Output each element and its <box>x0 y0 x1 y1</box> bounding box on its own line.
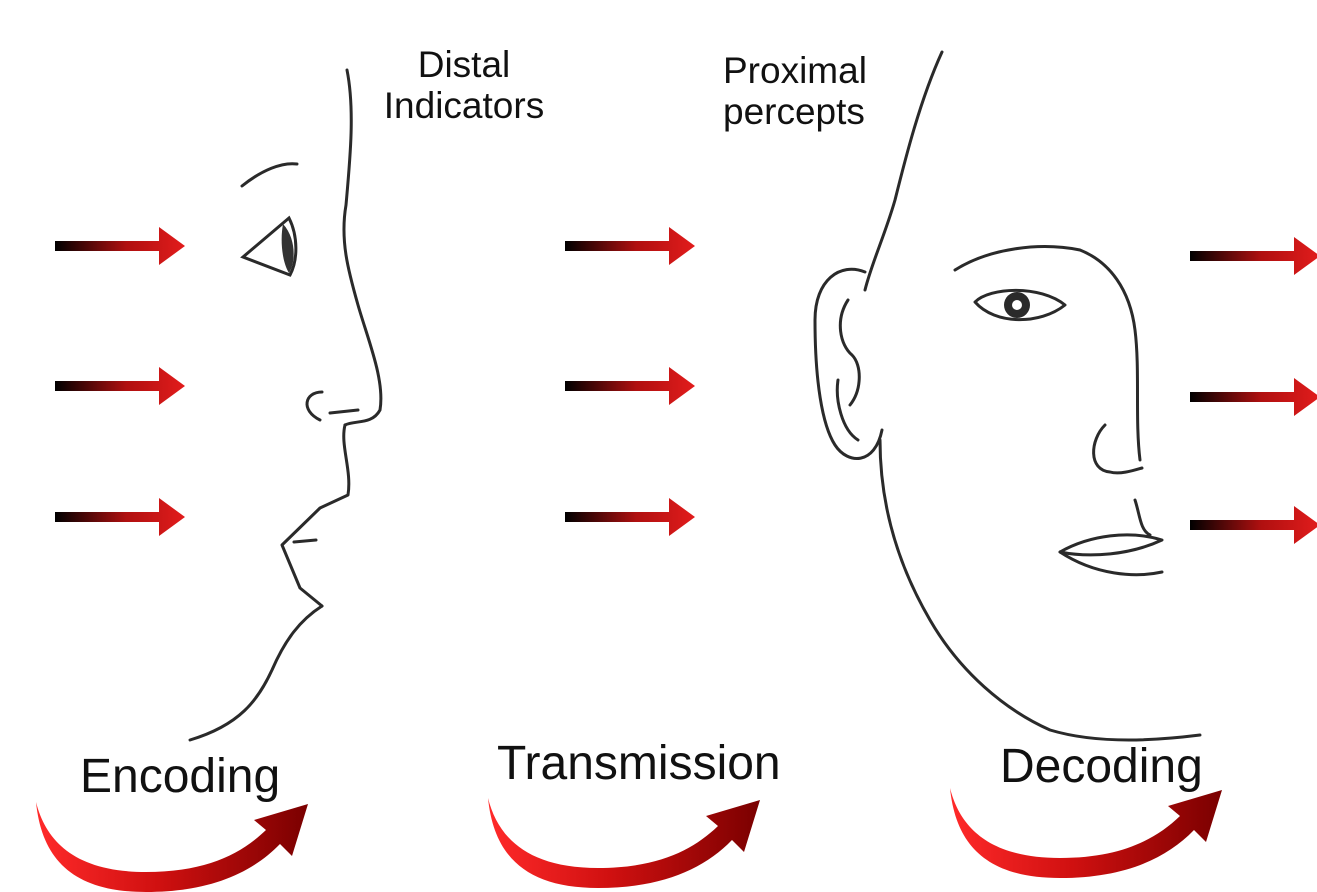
gradient-arrow-right-icon <box>565 498 695 536</box>
speaker-face-profile <box>190 70 381 740</box>
curved-arrow-icon <box>36 802 308 892</box>
upper-lip <box>1060 535 1162 555</box>
decoding-label: Decoding <box>1000 743 1203 791</box>
jaw-neck-line <box>190 606 322 740</box>
gradient-arrow-right-icon <box>55 227 185 265</box>
ear-lobe-line <box>837 380 858 440</box>
gradient-arrow-right-icon <box>565 227 695 265</box>
nose-base-line <box>330 410 358 413</box>
philtrum-line <box>1135 500 1150 535</box>
brow-cheek-line <box>955 247 1140 460</box>
encoding-label: Encoding <box>80 753 280 801</box>
distal-indicators-label: Distal Indicators <box>364 44 564 127</box>
lips-chin-line <box>282 425 349 606</box>
eyebrow-line <box>242 164 297 186</box>
gradient-arrow-right-icon <box>1190 506 1317 544</box>
gradient-arrow-right-icon <box>1190 378 1317 416</box>
curved-arrow-icon <box>950 788 1222 878</box>
ear-inner-line <box>840 300 859 405</box>
arrows-decoding <box>1190 237 1317 544</box>
gradient-arrow-right-icon <box>55 498 185 536</box>
curved-arrow-icon <box>488 798 760 888</box>
gradient-arrow-right-icon <box>565 367 695 405</box>
arrows-transmission <box>565 227 695 536</box>
curved-arrows <box>36 788 1222 892</box>
gradient-arrow-right-icon <box>1190 237 1317 275</box>
transmission-label: Transmission <box>497 740 781 788</box>
iris-highlight <box>1012 300 1022 310</box>
gradient-arrow-right-icon <box>55 367 185 405</box>
nostril-line <box>307 392 322 420</box>
jaw-line <box>880 440 1200 740</box>
arrows-encoding <box>55 227 185 536</box>
mouth-line <box>294 540 316 542</box>
nose-line <box>1094 425 1142 473</box>
listener-face <box>815 52 1200 740</box>
proximal-percepts-label: Proximal percepts <box>723 50 923 133</box>
